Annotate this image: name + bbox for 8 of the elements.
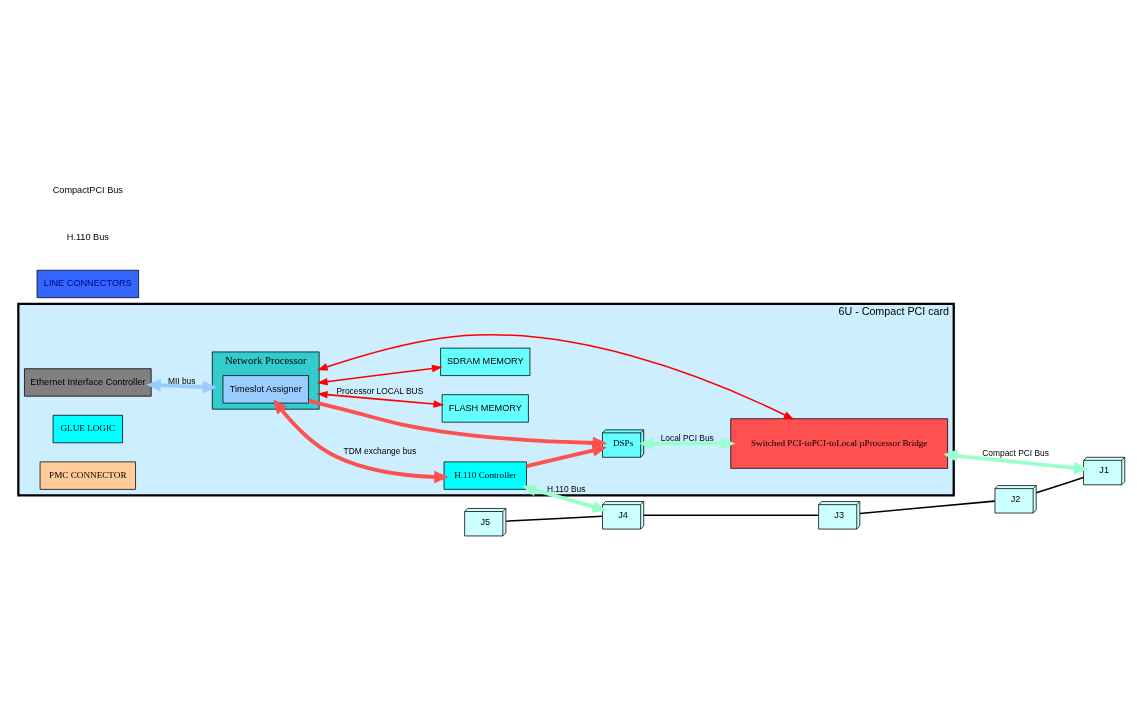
edge-label: MII bus [168, 375, 196, 386]
edge-label: Compact PCI Bus [982, 448, 1049, 459]
edge-label: TDM exchange bus [343, 446, 417, 457]
label: CompactPCI Bus [52, 185, 123, 196]
edge-label: H.110 Bus [546, 483, 586, 494]
label: H.110 Bus [66, 231, 109, 242]
edge-label: Processor LOCAL BUS [336, 385, 424, 396]
edge-label: Local PCI Bus [660, 433, 714, 444]
